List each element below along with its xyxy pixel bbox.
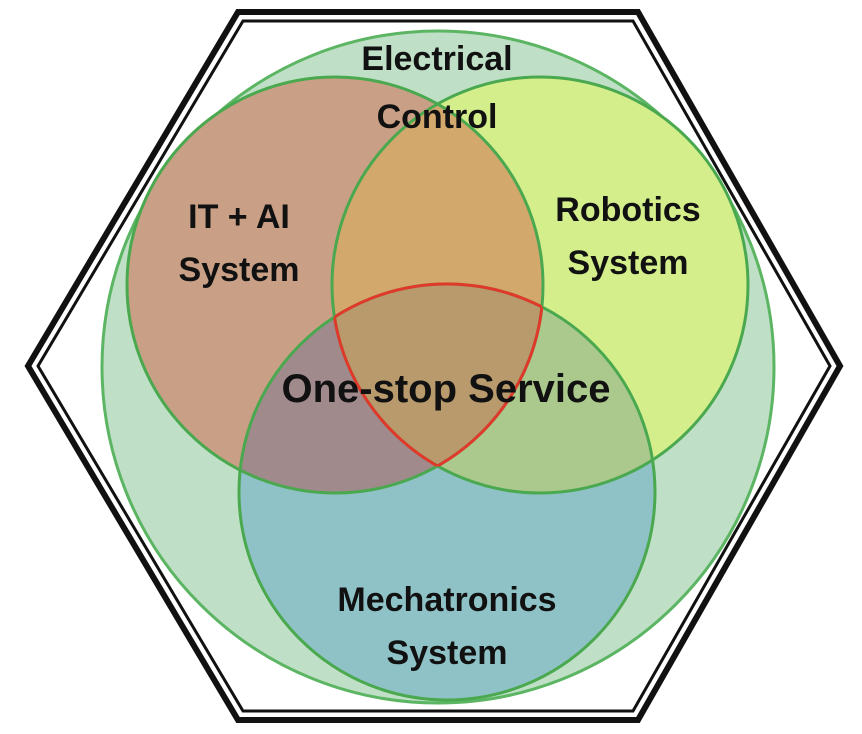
center-outline-bottom-arc [332, 282, 543, 493]
robotics-label-line2: System [568, 244, 689, 282]
robotics-label-line1: Robotics [555, 191, 700, 229]
one-stop-service-label: One-stop Service [281, 367, 610, 411]
it-ai-label-line1: IT + AI [188, 198, 290, 236]
circle-robotics-outline [330, 75, 750, 495]
it-ai-label-line2: System [179, 251, 300, 289]
mechatronics-label-line1: Mechatronics [337, 581, 556, 619]
hexagon-frame-inner [36, 19, 832, 713]
electrical-control-label-line1: Electrical [361, 40, 512, 78]
circle-it-ai-outline [125, 75, 545, 495]
mechatronics-label-line2: System [387, 634, 508, 672]
electrical-control-label-line2: Control [377, 98, 498, 136]
